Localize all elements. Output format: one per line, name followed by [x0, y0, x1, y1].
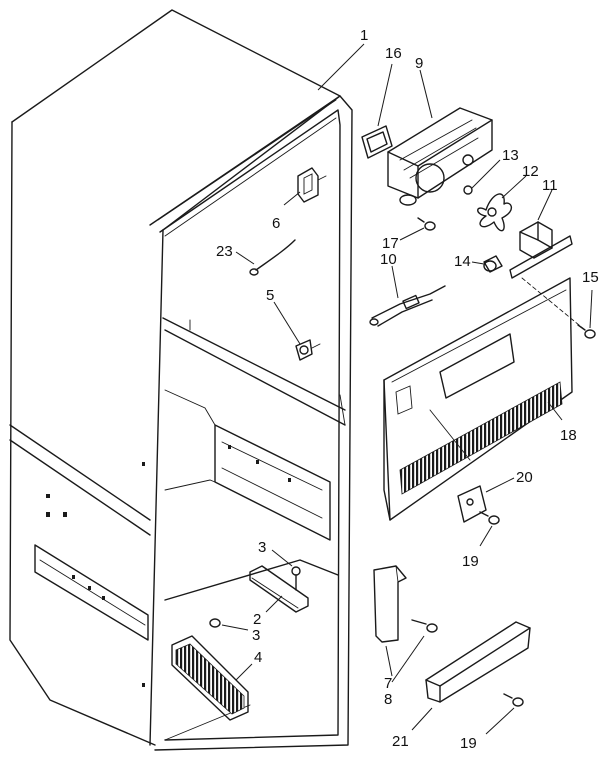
callout-19a: 19 — [462, 553, 479, 570]
callout-14: 14 — [454, 253, 471, 270]
callout-6: 6 — [272, 215, 280, 232]
callout-18: 18 — [560, 427, 577, 444]
shelf-support — [249, 549, 309, 613]
callout-2: 2 — [253, 611, 261, 628]
callout-20: 20 — [516, 469, 533, 486]
callout-5: 5 — [266, 287, 274, 304]
callout-3a: 3 — [258, 539, 266, 556]
screw-19-upper — [479, 511, 500, 547]
grommet — [471, 255, 503, 273]
callout-8: 8 — [384, 691, 392, 708]
shield — [373, 565, 438, 683]
callout-labels: 1 16 9 13 12 11 6 23 17 10 14 15 5 18 20… — [216, 27, 599, 752]
callout-10: 10 — [380, 251, 397, 268]
light-switch — [283, 167, 327, 206]
defrost-heater — [369, 265, 446, 327]
callout-12: 12 — [522, 163, 539, 180]
callout-7: 7 — [384, 675, 392, 692]
callout-17: 17 — [382, 235, 399, 252]
callout-9: 9 — [415, 55, 423, 72]
callout-23: 23 — [216, 243, 233, 260]
callout-11: 11 — [542, 177, 558, 194]
callout-16: 16 — [385, 45, 402, 62]
fan-blade — [463, 159, 527, 232]
fan-motor — [509, 189, 573, 279]
fan-housing — [387, 69, 493, 206]
callout-13: 13 — [502, 147, 519, 164]
control-knob — [273, 301, 321, 361]
gasket — [361, 63, 393, 159]
lower-cover — [411, 621, 531, 735]
callout-19b: 19 — [460, 735, 477, 752]
leader-1 — [317, 43, 365, 91]
wire-harness — [235, 239, 296, 276]
bracket — [457, 477, 515, 523]
evaporator-cover — [383, 277, 573, 521]
screw-17 — [399, 217, 436, 241]
callout-4: 4 — [254, 649, 262, 666]
callout-15: 15 — [582, 269, 599, 286]
screw-15 — [521, 277, 596, 339]
callout-1: 1 — [360, 27, 368, 44]
cabinet — [9, 9, 353, 751]
bottom-rail — [171, 618, 253, 721]
callout-21: 21 — [392, 733, 409, 750]
callout-3b: 3 — [252, 627, 260, 644]
